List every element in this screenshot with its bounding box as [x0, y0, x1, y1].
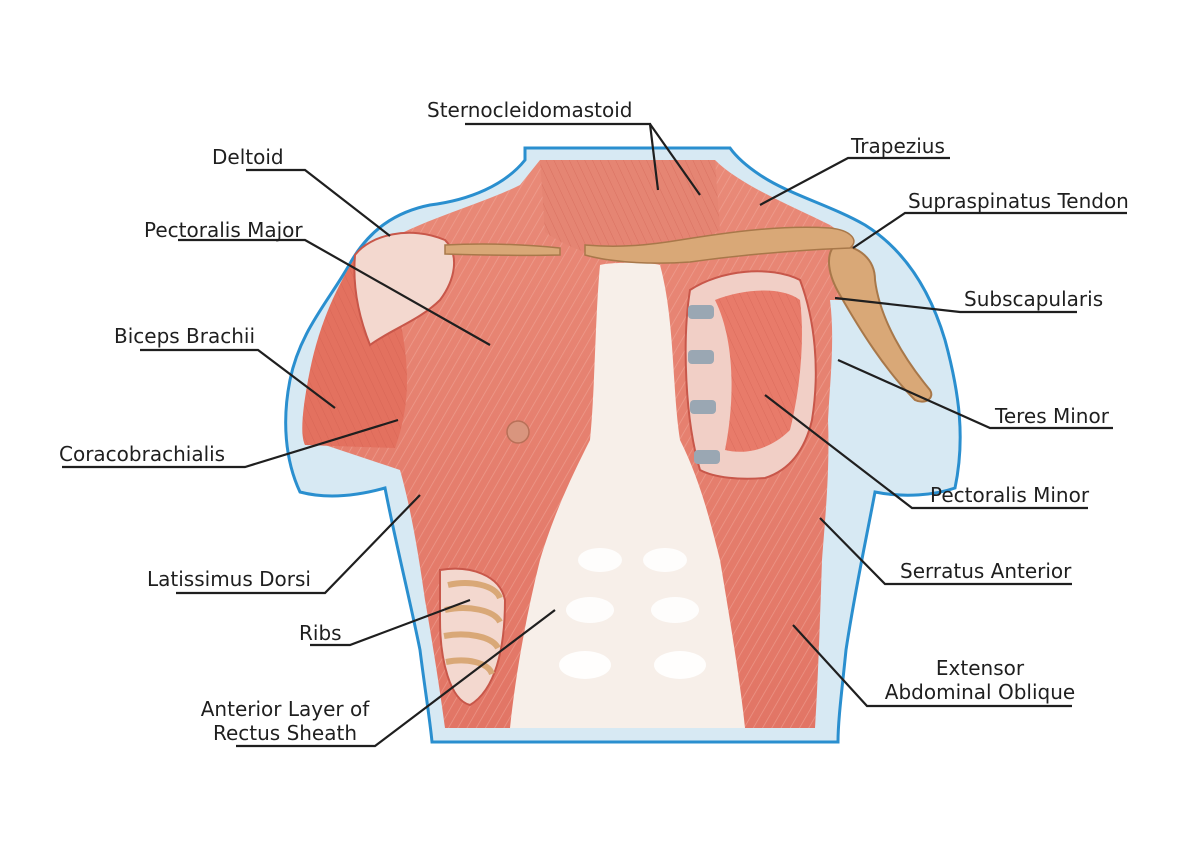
left-clavicle — [444, 243, 561, 257]
label-extensor-line-2: Abdominal Oblique — [884, 680, 1076, 704]
label-pectoralis-minor: Pectoralis Minor — [930, 483, 1090, 507]
clavicle-bone — [584, 226, 855, 264]
label-ribs: Ribs — [299, 621, 342, 645]
label-extensor-abdominal-oblique: Extensor Abdominal Oblique — [880, 656, 1080, 704]
abdominal-segments — [559, 548, 706, 679]
nipple — [506, 420, 530, 444]
label-biceps-brachii: Biceps Brachii — [114, 324, 256, 348]
label-serratus-anterior: Serratus Anterior — [900, 559, 1072, 583]
label-anterior-layer-rectus-sheath: Anterior Layer of Rectus Sheath — [195, 697, 375, 745]
label-extensor-line-1: Extensor — [935, 656, 1025, 680]
label-subscapularis: Subscapularis — [964, 287, 1104, 311]
rib-bones — [688, 305, 720, 464]
label-trapezius: Trapezius — [851, 134, 945, 158]
label-deltoid: Deltoid — [212, 145, 284, 169]
label-pectoralis-major: Pectoralis Major — [144, 218, 303, 242]
label-anterior-line-2: Rectus Sheath — [212, 721, 358, 745]
deltoid-cutaway — [353, 231, 456, 347]
label-coracobrachialis: Coracobrachialis — [59, 442, 226, 466]
label-sternocleidomastoid: Sternocleidomastoid — [427, 98, 633, 122]
label-supraspinatus-tendon: Supraspinatus Tendon — [908, 189, 1129, 213]
humerus-bone — [828, 243, 933, 403]
leader-lines — [62, 122, 1127, 748]
label-latissimus-dorsi: Latissimus Dorsi — [147, 567, 311, 591]
label-teres-minor: Teres Minor — [995, 404, 1109, 428]
label-anterior-line-1: Anterior Layer of — [200, 697, 370, 721]
left-ribs — [439, 567, 507, 707]
